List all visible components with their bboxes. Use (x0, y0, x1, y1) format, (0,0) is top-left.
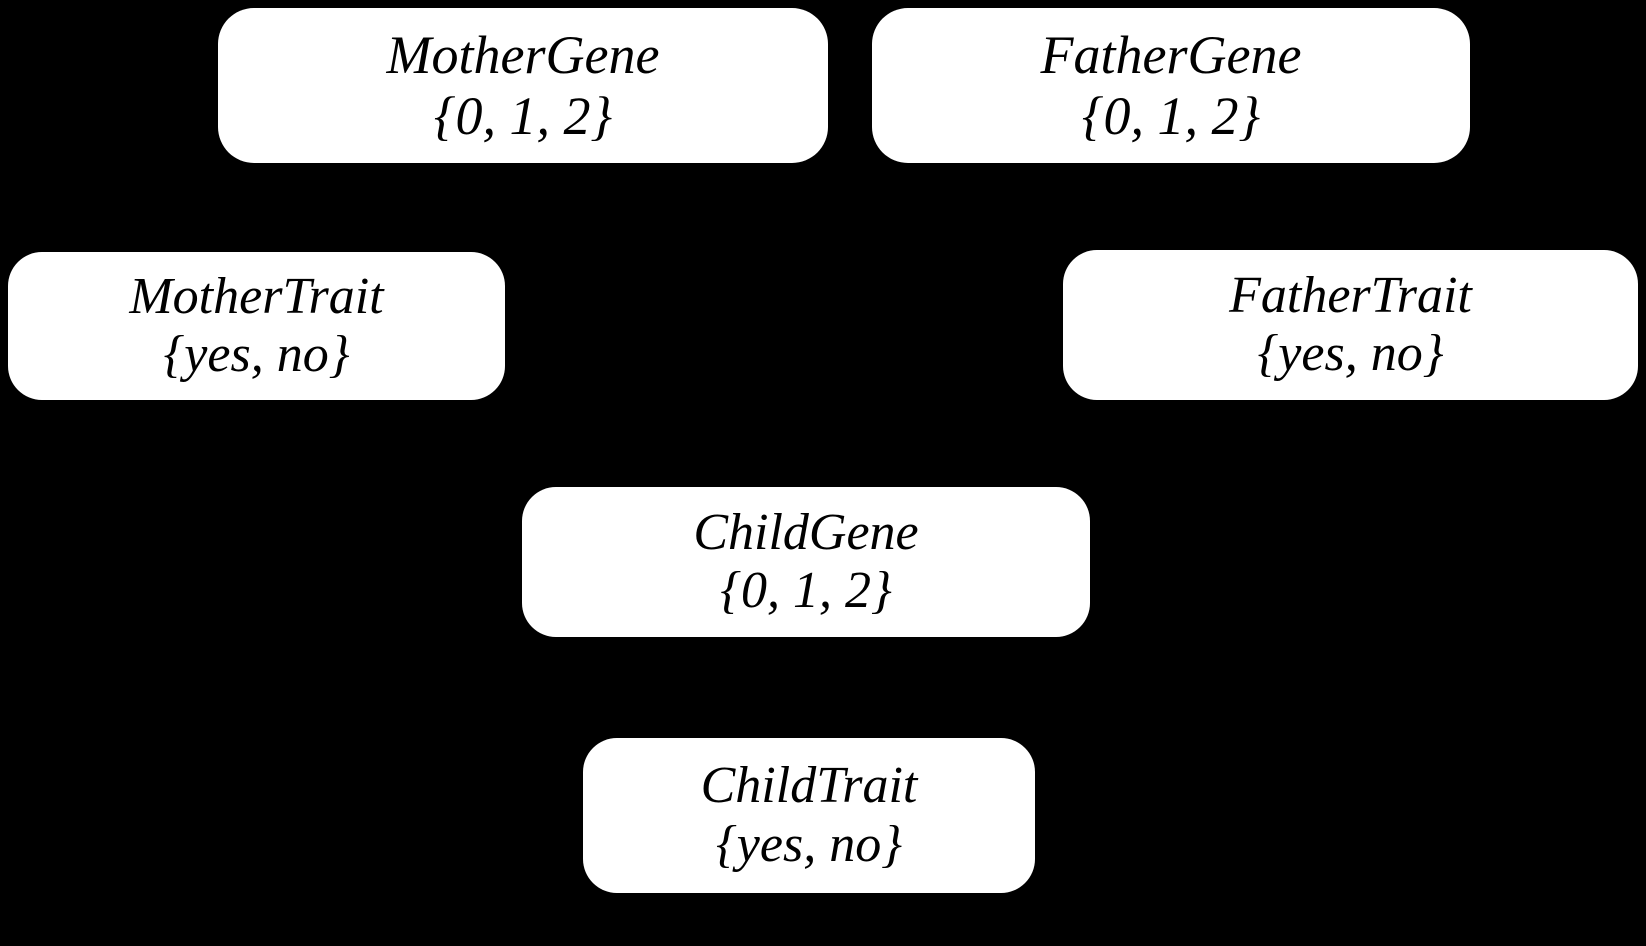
node-father-gene-domain: {0, 1, 2} (1081, 85, 1261, 146)
node-mother-gene-domain: {0, 1, 2} (433, 85, 613, 146)
node-father-trait-label: FatherTrait (1229, 266, 1472, 324)
node-mother-trait-label: MotherTrait (129, 267, 384, 325)
node-mother-gene[interactable]: MotherGene {0, 1, 2} (218, 8, 828, 163)
node-mother-gene-label: MotherGene (386, 25, 660, 86)
node-child-gene[interactable]: ChildGene {0, 1, 2} (522, 487, 1090, 637)
node-child-trait[interactable]: ChildTrait {yes, no} (583, 738, 1035, 893)
node-child-trait-label: ChildTrait (700, 757, 918, 815)
node-father-gene[interactable]: FatherGene {0, 1, 2} (872, 8, 1470, 163)
node-mother-trait-domain: {yes, no} (163, 326, 350, 383)
node-father-gene-label: FatherGene (1040, 25, 1302, 86)
node-child-gene-domain: {0, 1, 2} (720, 562, 892, 619)
node-father-trait-domain: {yes, no} (1257, 325, 1444, 382)
node-child-gene-label: ChildGene (693, 503, 919, 561)
node-father-trait[interactable]: FatherTrait {yes, no} (1063, 250, 1638, 400)
node-child-trait-domain: {yes, no} (716, 815, 902, 873)
node-mother-trait[interactable]: MotherTrait {yes, no} (8, 252, 505, 400)
